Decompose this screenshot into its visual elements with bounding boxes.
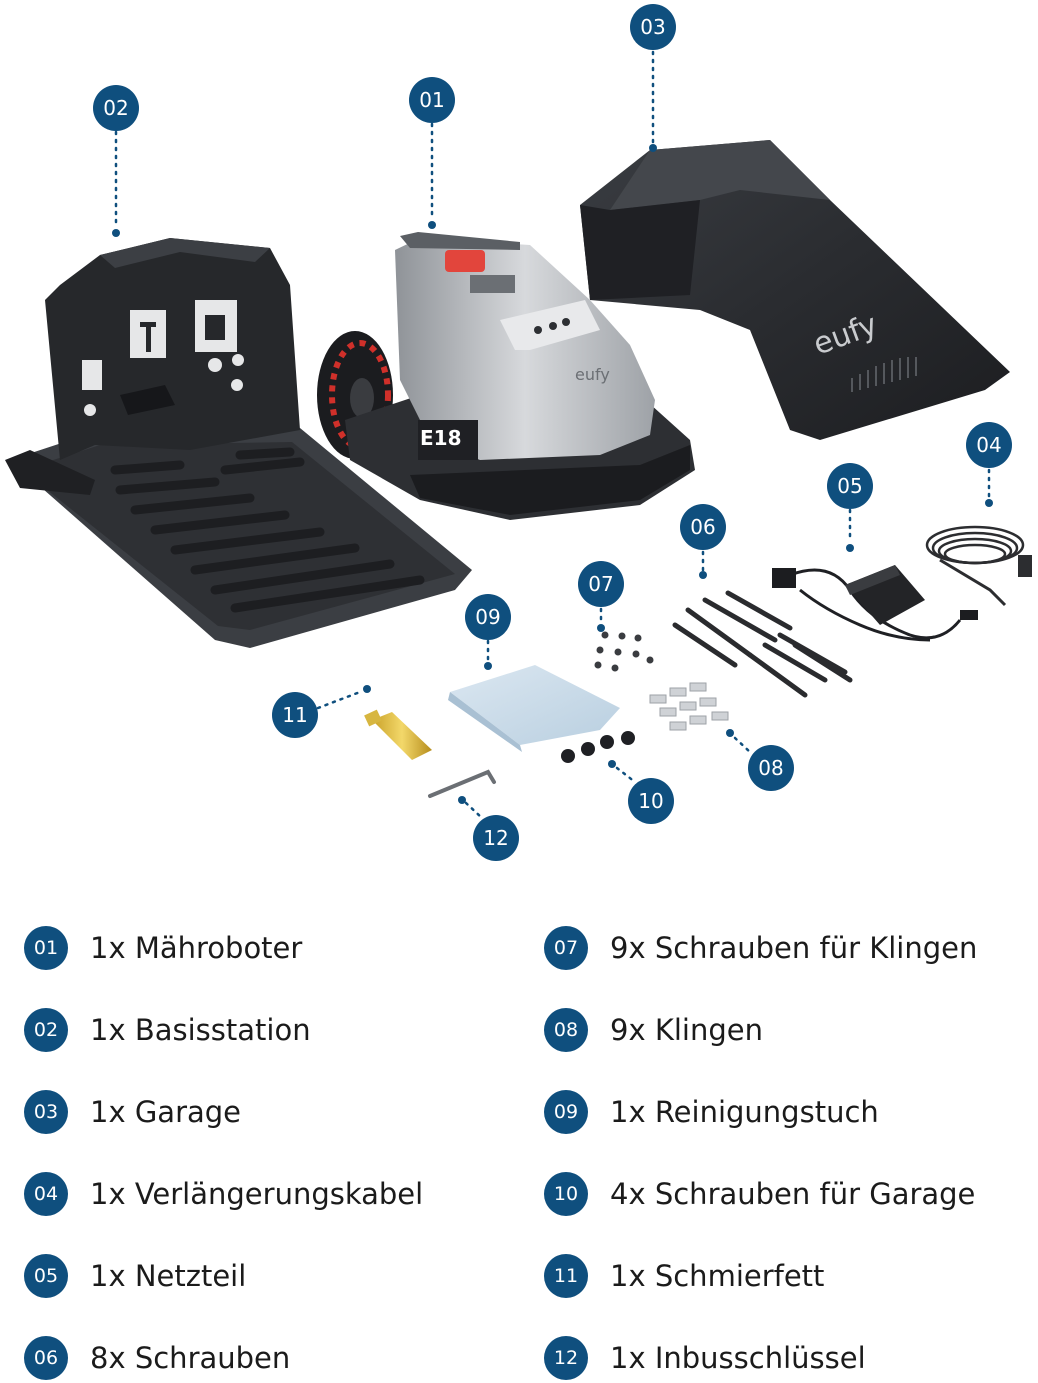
badge-05: 05	[827, 463, 873, 509]
parts-diagram: eufy E18 eufy	[5, 4, 1032, 861]
svg-text:09: 09	[475, 605, 500, 629]
legend-item-05: 05 1x Netzteil	[24, 1252, 246, 1300]
garage-illustration: eufy	[580, 140, 1010, 440]
legend-item-04: 04 1x Verlängerungskabel	[24, 1170, 423, 1218]
legend-label: 9x Schrauben für Klingen	[610, 931, 978, 965]
legend-item-08: 08 9x Klingen	[544, 1006, 763, 1054]
svg-text:02: 02	[103, 96, 128, 120]
legend-number: 11	[544, 1254, 588, 1298]
legend-label: 1x Inbusschlüssel	[610, 1341, 866, 1375]
svg-text:10: 10	[638, 789, 663, 813]
legend-number: 08	[544, 1008, 588, 1052]
blades-illustration	[649, 682, 729, 731]
badge-06: 06	[680, 504, 726, 550]
legend-label: 1x Garage	[90, 1095, 242, 1129]
cleaning-cloth-illustration	[448, 665, 620, 752]
svg-text:05: 05	[837, 474, 862, 498]
legend-label: 1x Basisstation	[90, 1013, 311, 1047]
legend-number: 04	[24, 1172, 68, 1216]
legend-item-01: 01 1x Mähroboter	[24, 924, 302, 972]
legend-label: 9x Klingen	[610, 1013, 763, 1047]
legend-item-11: 11 1x Schmierfett	[544, 1252, 824, 1300]
badge-09: 09	[465, 594, 511, 640]
badge-02: 02	[93, 85, 139, 131]
ground-screws-illustration	[672, 590, 853, 698]
legend-label: 8x Schrauben	[90, 1341, 291, 1375]
power-adapter-illustration	[772, 565, 978, 642]
legend-item-12: 12 1x Inbusschlüssel	[544, 1334, 866, 1382]
leader-lines	[114, 50, 991, 820]
svg-text:07: 07	[588, 572, 613, 596]
legend-number: 06	[24, 1336, 68, 1380]
mower-logo: eufy	[575, 365, 610, 384]
legend-number: 09	[544, 1090, 588, 1134]
badge-08: 08	[748, 745, 794, 791]
legend-label: 4x Schrauben für Garage	[610, 1177, 976, 1211]
legend-label: 1x Reinigungstuch	[610, 1095, 879, 1129]
parts-legend: 01 1x Mähroboter 02 1x Basisstation 03 1…	[0, 900, 1038, 1383]
svg-text:08: 08	[758, 756, 783, 780]
extension-cable-illustration	[925, 525, 1032, 607]
badge-07: 07	[578, 561, 624, 607]
svg-text:04: 04	[976, 433, 1001, 457]
legend-number: 03	[24, 1090, 68, 1134]
svg-text:12: 12	[483, 826, 508, 850]
svg-text:01: 01	[419, 88, 444, 112]
badge-11: 11	[272, 692, 318, 738]
legend-label: 1x Schmierfett	[610, 1259, 825, 1293]
blade-screws-illustration	[594, 631, 654, 672]
legend-number: 01	[24, 926, 68, 970]
legend-item-10: 10 4x Schrauben für Garage	[544, 1170, 975, 1218]
badge-12: 12	[473, 815, 519, 861]
legend-item-02: 02 1x Basisstation	[24, 1006, 311, 1054]
mower-stop-button	[445, 250, 485, 272]
legend-number: 07	[544, 926, 588, 970]
badge-10: 10	[628, 778, 674, 824]
leader-dots	[112, 144, 993, 804]
mower-model: E18	[420, 426, 462, 450]
badge-04: 04	[966, 422, 1012, 468]
base-station-illustration	[5, 238, 472, 648]
product-illustration: eufy E18 eufy	[5, 4, 1032, 861]
floor-ribs	[110, 447, 425, 613]
legend-label: 1x Netzteil	[90, 1259, 247, 1293]
legend-number: 05	[24, 1254, 68, 1298]
legend-label: 1x Mähroboter	[90, 931, 303, 965]
legend-number: 12	[544, 1336, 588, 1380]
legend-item-09: 09 1x Reinigungstuch	[544, 1088, 879, 1136]
grease-tube-illustration	[364, 709, 432, 760]
lawn-mower-illustration: eufy E18	[317, 232, 695, 520]
legend-number: 10	[544, 1172, 588, 1216]
garage-screws-illustration	[561, 731, 635, 763]
badge-03: 03	[630, 4, 676, 50]
legend-number: 02	[24, 1008, 68, 1052]
legend-label: 1x Verlängerungskabel	[90, 1177, 424, 1211]
legend-item-06: 06 8x Schrauben	[24, 1334, 290, 1382]
allen-key-illustration	[428, 769, 496, 798]
svg-text:11: 11	[282, 703, 307, 727]
svg-text:03: 03	[640, 15, 665, 39]
legend-item-03: 03 1x Garage	[24, 1088, 241, 1136]
svg-text:06: 06	[690, 515, 715, 539]
legend-item-07: 07 9x Schrauben für Klingen	[544, 924, 977, 972]
badge-01: 01	[409, 77, 455, 123]
